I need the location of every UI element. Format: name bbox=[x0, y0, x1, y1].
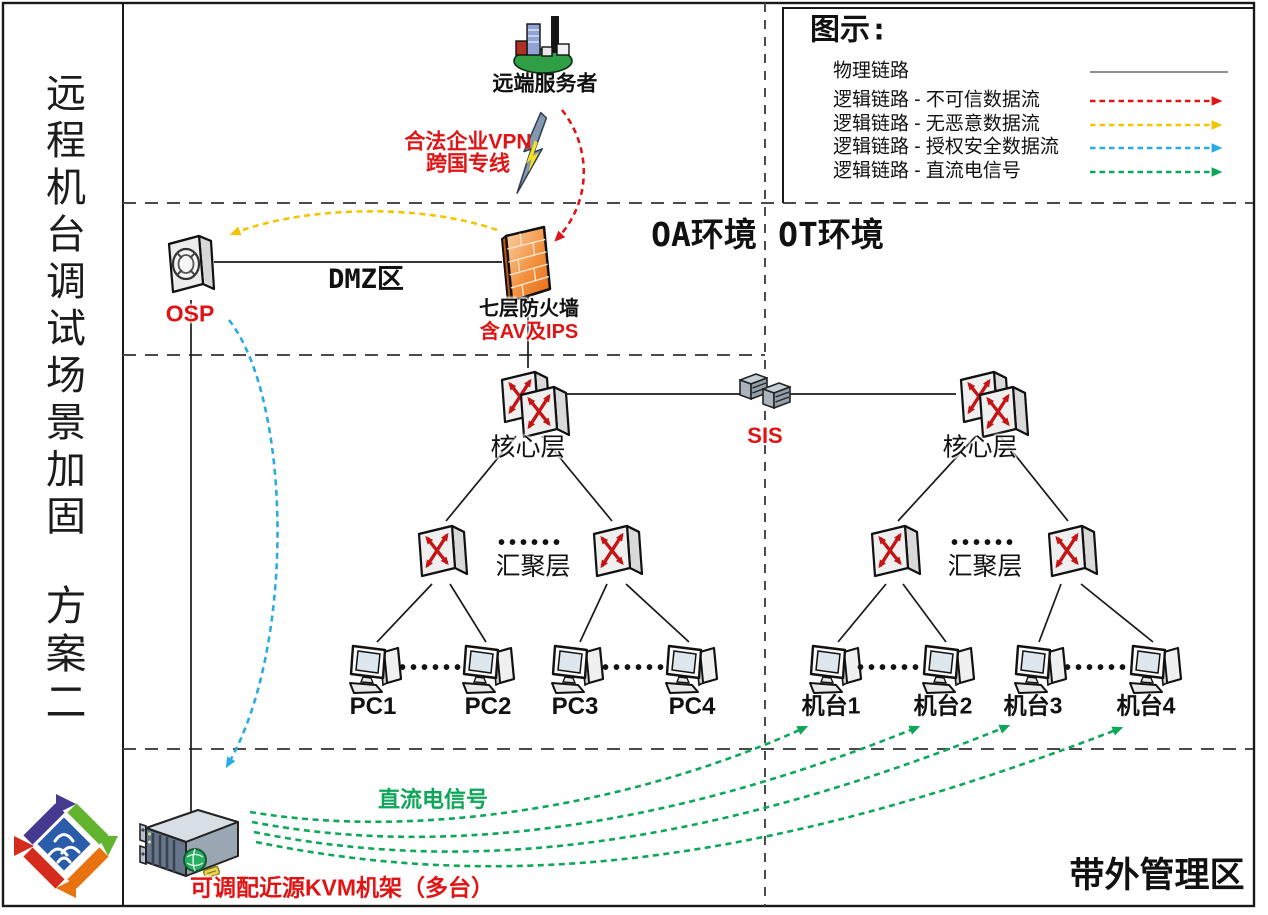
machine-dots-1: •••••• bbox=[856, 657, 924, 679]
pc-dots-2: •••••• bbox=[601, 657, 669, 679]
legend-title: 图示: bbox=[810, 12, 889, 48]
agg-right-label: 汇聚层 bbox=[947, 552, 1023, 581]
sis-label: SIS bbox=[747, 422, 783, 448]
legend-box bbox=[782, 7, 1253, 203]
firewall-icon bbox=[500, 225, 552, 305]
benign-flow-arrow bbox=[229, 209, 498, 236]
agg-left-dots: •••••• bbox=[497, 532, 565, 554]
pc1-label: PC1 bbox=[349, 692, 397, 720]
untrusted-flow-arrow bbox=[554, 109, 585, 242]
pc4-icon bbox=[664, 644, 719, 695]
kvm-rack-label: 可调配近源KVM机架（多台） bbox=[189, 874, 495, 901]
agg-switch-4-icon bbox=[1049, 526, 1097, 576]
core-right-label: 核心层 bbox=[942, 433, 1018, 462]
physical-links bbox=[190, 261, 1154, 812]
sis-icon bbox=[739, 373, 791, 409]
osp-label: OSP bbox=[165, 300, 215, 327]
core-switch-right-icon bbox=[961, 372, 1028, 437]
machine4-label: 机台4 bbox=[1116, 692, 1176, 719]
pc3-label: PC3 bbox=[551, 692, 599, 720]
company-logo bbox=[14, 794, 118, 898]
dc-arrow-machine1 bbox=[249, 725, 809, 824]
legend-item-untrusted: 逻辑链路 - 不可信数据流 bbox=[833, 89, 1040, 111]
agg-right-dots: •••••• bbox=[950, 532, 1018, 554]
legend-item-dc: 逻辑链路 - 直流电信号 bbox=[833, 160, 1021, 182]
osp-icon bbox=[167, 234, 216, 294]
zone-separators bbox=[123, 3, 1253, 906]
machine1-icon bbox=[808, 644, 863, 695]
dc-signal-label: 直流电信号 bbox=[377, 786, 489, 812]
lightning-bolt-icon bbox=[516, 111, 548, 194]
pc1-icon bbox=[348, 644, 403, 695]
core-left-label: 核心层 bbox=[490, 433, 566, 462]
legend-item-authorized: 逻辑链路 - 授权安全数据流 bbox=[833, 136, 1059, 158]
pc2-label: PC2 bbox=[464, 692, 512, 720]
legend-item-benign: 逻辑链路 - 无恶意数据流 bbox=[833, 113, 1040, 135]
dc-arrow-machine2 bbox=[251, 725, 921, 839]
kvm-rack-icon bbox=[139, 809, 239, 879]
remote-provider-icon bbox=[513, 16, 573, 74]
core-switch-left-icon bbox=[502, 372, 569, 437]
machine2-label: 机台2 bbox=[913, 692, 973, 719]
pc3-icon bbox=[550, 644, 605, 695]
authorized-flow-arrow bbox=[225, 319, 279, 769]
sidebar-title: 远程机台调试场景加固 bbox=[40, 72, 84, 542]
zone-label-ot: OT环境 bbox=[778, 214, 884, 254]
dc-arrow-machine4 bbox=[255, 726, 1124, 868]
firewall-sublabel: 含AV及IPS bbox=[479, 321, 579, 343]
agg-switch-3-icon bbox=[872, 526, 920, 576]
pc-dots-1: •••••• bbox=[398, 657, 466, 679]
machine-dots-2: •••••• bbox=[1063, 657, 1131, 679]
pc4-label: PC4 bbox=[668, 692, 716, 720]
zone-label-oa: OA环境 bbox=[651, 214, 757, 254]
zone-label-dmz: DMZ区 bbox=[328, 264, 404, 296]
agg-switch-1-icon bbox=[419, 526, 467, 576]
remote-provider-label: 远端服务者 bbox=[492, 72, 598, 96]
machine4-icon bbox=[1128, 644, 1183, 695]
agg-switch-2-icon bbox=[594, 526, 642, 576]
legend-item-physical: 物理链路 bbox=[833, 60, 910, 82]
machine3-label: 机台3 bbox=[1003, 692, 1063, 719]
agg-left-label: 汇聚层 bbox=[495, 552, 571, 581]
machine3-icon bbox=[1013, 644, 1068, 695]
machine2-icon bbox=[921, 644, 976, 695]
pc2-icon bbox=[461, 644, 516, 695]
sidebar-subtitle: 方案二 bbox=[39, 584, 85, 728]
vpn-label-line1: 合法企业VPN bbox=[404, 130, 532, 154]
dc-arrow-machine3 bbox=[253, 724, 1011, 853]
vpn-label-line2: 跨国专线 bbox=[426, 152, 510, 176]
zone-label-oob: 带外管理区 bbox=[1069, 855, 1245, 896]
logical-links bbox=[225, 109, 1124, 868]
firewall-label: 七层防火墙 bbox=[479, 298, 579, 320]
machine1-label: 机台1 bbox=[801, 692, 861, 719]
